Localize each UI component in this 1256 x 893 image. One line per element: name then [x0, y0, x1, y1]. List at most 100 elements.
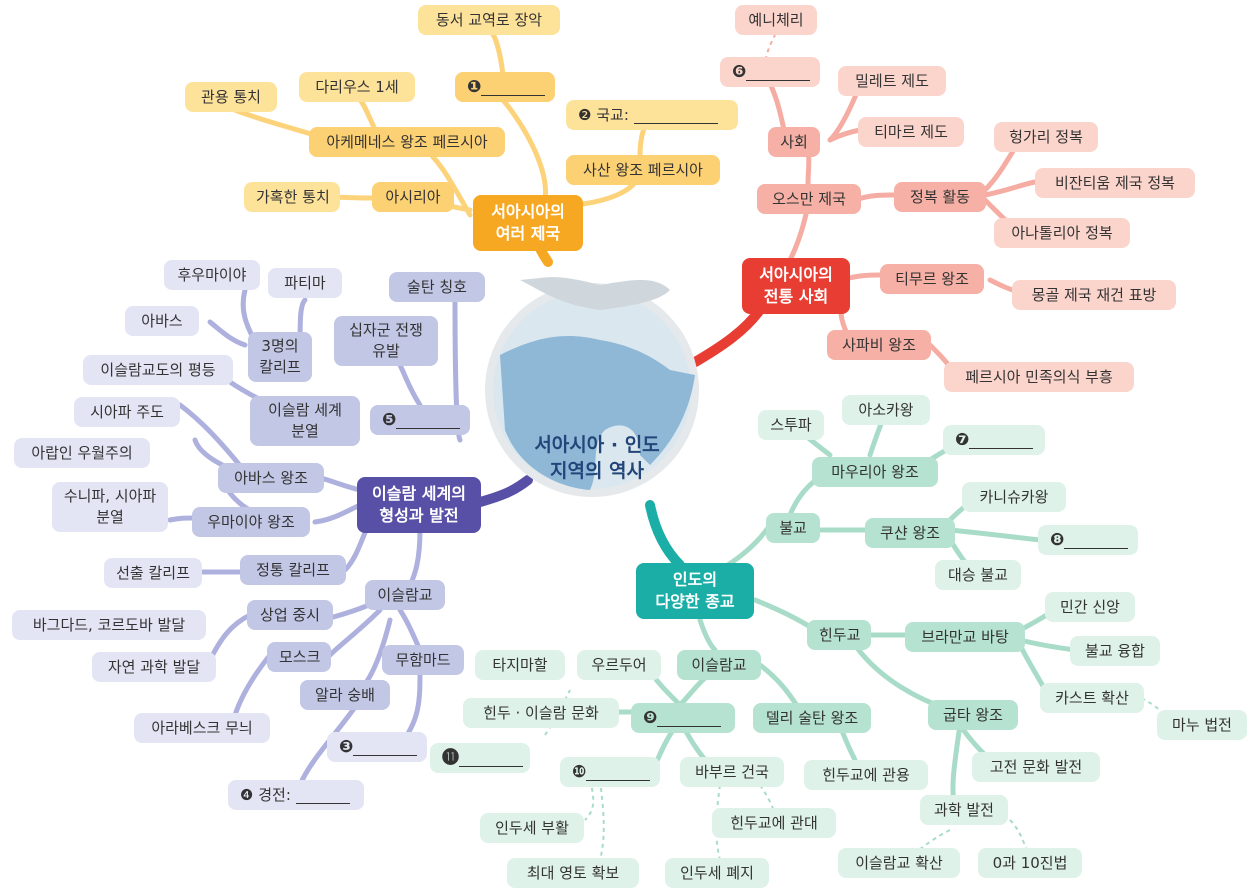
label-q7: ❼: [955, 430, 970, 450]
node-ashoka[interactable]: 아소카왕: [842, 395, 930, 425]
node-sassanid[interactable]: 사산 왕조 페르시아: [566, 155, 720, 185]
node-timar[interactable]: 티마르 제도: [858, 117, 964, 147]
node-sultan[interactable]: 술탄 칭호: [389, 272, 485, 302]
node-safavid[interactable]: 사파비 왕조: [827, 330, 931, 360]
node-arabesque[interactable]: 아라베스크 무늬: [134, 713, 270, 743]
node-trade-route[interactable]: 동서 교역로 장악: [418, 5, 560, 35]
node-persia[interactable]: 페르시아 민족의식 부흥: [944, 362, 1134, 392]
node-assyria[interactable]: 아시리아: [372, 182, 454, 212]
node-mosque[interactable]: 모스크: [267, 642, 331, 672]
node-urdu[interactable]: 우르두어: [577, 650, 661, 680]
node-anatolia[interactable]: 아나톨리아 정복: [994, 218, 1130, 248]
label-q8: ❽: [1050, 530, 1065, 550]
node-abbasid-small[interactable]: 아바스: [125, 306, 199, 336]
node-tolerance[interactable]: 관용 통치: [185, 82, 277, 112]
node-achaemenid[interactable]: 아케메네스 왕조 페르시아: [309, 127, 505, 157]
hub-india[interactable]: 인도의 다양한 종교: [636, 563, 754, 619]
node-darius[interactable]: 다리우스 1세: [299, 72, 415, 102]
node-jizya-abolish[interactable]: 인두세 폐지: [665, 858, 769, 888]
node-hinduism[interactable]: 힌두교: [807, 620, 871, 650]
node-ottoman[interactable]: 오스만 제국: [757, 184, 861, 214]
node-science[interactable]: 과학 발전: [920, 795, 1008, 825]
node-blank-7[interactable]: ❼: [943, 425, 1045, 455]
node-humayun[interactable]: 후우마이야: [164, 260, 260, 290]
blank-line: [586, 764, 651, 781]
node-blank-9[interactable]: ❾: [631, 703, 735, 733]
blank-line: [459, 750, 523, 767]
hub-traditional[interactable]: 서아시아의 전통 사회: [742, 258, 850, 314]
node-janissary[interactable]: 예니체리: [735, 5, 817, 35]
node-byzantine[interactable]: 비잔티움 제국 정복: [1035, 168, 1195, 198]
node-crusade[interactable]: 십자군 전쟁 유발: [334, 316, 438, 366]
label-q4: ❹ 경전:: [240, 786, 291, 804]
node-islamism-india[interactable]: 이슬람교: [677, 650, 761, 680]
node-mongol[interactable]: 몽골 제국 재건 표방: [1012, 280, 1176, 310]
node-blank-2[interactable]: ❷ 국교:: [566, 100, 738, 130]
node-mahayana[interactable]: 대승 불교: [935, 560, 1021, 590]
node-tajmahal[interactable]: 타지마할: [475, 650, 565, 680]
node-split[interactable]: 이슬람 세계 분열: [250, 396, 360, 446]
node-umayyad[interactable]: 우마이야 왕조: [192, 507, 310, 537]
node-millet[interactable]: 밀레트 제도: [838, 66, 946, 96]
node-elected[interactable]: 선출 칼리프: [104, 558, 202, 588]
node-blank-10[interactable]: ❿: [560, 757, 660, 787]
node-brahman[interactable]: 브라만교 바탕: [905, 622, 1025, 652]
hub-empires-line1: 서아시아의: [491, 202, 565, 221]
node-muhammad[interactable]: 무함마드: [382, 645, 464, 675]
node-hindu-tolerance[interactable]: 힌두교에 관용: [804, 760, 928, 790]
hub-islam[interactable]: 이슬람 세계의 형성과 발전: [357, 477, 481, 533]
node-islam-spread[interactable]: 이슬람교 확산: [838, 848, 960, 878]
node-blank-6[interactable]: ❻: [720, 57, 820, 87]
node-territory[interactable]: 최대 영토 확보: [507, 858, 639, 888]
node-commerce[interactable]: 상업 중시: [247, 600, 333, 630]
node-maurya[interactable]: 마우리아 왕조: [812, 457, 938, 487]
hub-empires[interactable]: 서아시아의 여러 제국: [473, 195, 583, 251]
node-manu[interactable]: 마누 법전: [1157, 710, 1247, 740]
node-kanishka[interactable]: 카니슈카왕: [962, 482, 1066, 512]
node-jizya-revive[interactable]: 인두세 부활: [480, 813, 584, 843]
node-society[interactable]: 사회: [768, 127, 820, 157]
node-equality[interactable]: 이슬람교도의 평등: [83, 355, 233, 385]
node-conquest[interactable]: 정복 활동: [894, 182, 986, 212]
node-folk-belief[interactable]: 민간 신앙: [1045, 592, 1135, 622]
node-fatimid[interactable]: 파티마: [268, 268, 342, 298]
node-gupta[interactable]: 굽타 왕조: [928, 700, 1018, 730]
node-timur[interactable]: 티무르 왕조: [880, 264, 984, 294]
label-q10: ❿: [572, 762, 587, 782]
label-q11: ⓫: [442, 748, 459, 768]
blank-line: [746, 64, 811, 81]
blank-line: [481, 79, 546, 96]
node-blank-8[interactable]: ❽: [1038, 525, 1138, 555]
node-blank-1[interactable]: ❶: [455, 72, 555, 102]
node-shia-lead[interactable]: 시아파 주도: [74, 397, 180, 427]
hub-india-line2: 다양한 종교: [655, 592, 735, 611]
node-arab[interactable]: 아랍인 우월주의: [14, 438, 150, 468]
node-blank-4[interactable]: ❹ 경전:: [228, 780, 364, 810]
node-babur[interactable]: 바부르 건국: [680, 757, 784, 787]
node-buddhism-fusion[interactable]: 불교 융합: [1070, 636, 1160, 666]
node-three-caliphs[interactable]: 3명의 칼리프: [248, 332, 312, 382]
node-sunni-shia[interactable]: 수니파, 시아파 분열: [52, 482, 168, 532]
node-natural-science[interactable]: 자연 과학 발달: [92, 652, 216, 682]
node-decimal[interactable]: 0과 10진법: [978, 848, 1082, 878]
node-harsh-rule[interactable]: 가혹한 통치: [244, 182, 340, 212]
node-blank-5[interactable]: ❺: [370, 405, 470, 435]
node-classic-culture[interactable]: 고전 문화 발전: [972, 752, 1100, 782]
node-hindu-lenient[interactable]: 힌두교에 관대: [712, 808, 836, 838]
node-baghdad[interactable]: 바그다드, 코르도바 발달: [12, 610, 206, 640]
node-blank-3[interactable]: ❸: [327, 732, 427, 762]
node-blank-11[interactable]: ⓫: [430, 743, 530, 773]
node-kushan[interactable]: 쿠샨 왕조: [865, 518, 955, 548]
node-orthodox[interactable]: 정통 칼리프: [240, 555, 346, 585]
center-title-line1: 서아시아 · 인도: [534, 434, 660, 456]
node-caste[interactable]: 카스트 확산: [1040, 683, 1144, 713]
node-stupa[interactable]: 스투파: [758, 410, 824, 440]
node-abbasid[interactable]: 아바스 왕조: [218, 463, 324, 493]
blank-line: [657, 710, 722, 727]
node-hindu-islam-culture[interactable]: 힌두 · 이슬람 문화: [463, 698, 619, 728]
node-allah[interactable]: 알라 숭배: [300, 680, 390, 710]
node-hungary[interactable]: 헝가리 정복: [994, 122, 1098, 152]
node-delhi[interactable]: 델리 술탄 왕조: [753, 703, 871, 733]
node-islamism[interactable]: 이슬람교: [365, 580, 445, 610]
node-buddhism[interactable]: 불교: [766, 513, 820, 543]
